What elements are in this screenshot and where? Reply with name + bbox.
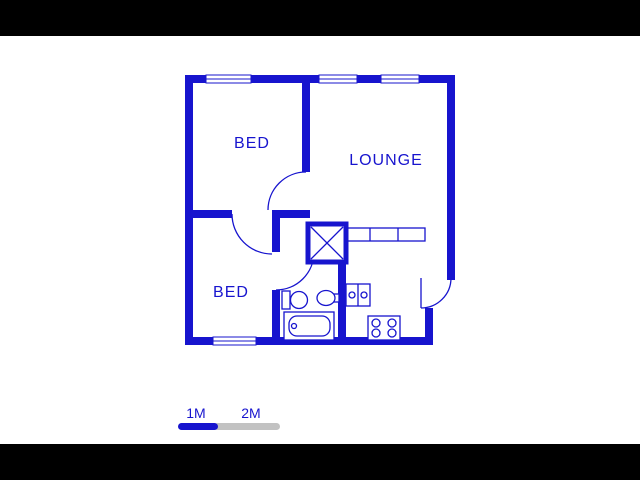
room-label-lounge: LOUNGE <box>349 152 423 169</box>
scale-label-1m: 1M <box>186 405 205 421</box>
wall-mid-horizontal-2 <box>272 210 310 218</box>
letterbox-top <box>0 0 640 36</box>
toilet-icon <box>281 290 309 310</box>
wall-top-4 <box>419 75 455 83</box>
scale-bar: 1M 2M <box>178 405 280 430</box>
window-icon-lounge-2 <box>380 74 420 84</box>
walls <box>185 75 455 345</box>
windows <box>205 74 420 346</box>
room-labels: BED LOUNGE BED <box>213 135 423 301</box>
fixtures <box>281 221 426 341</box>
wall-top-2 <box>251 75 319 83</box>
basin-icon <box>316 289 340 307</box>
window-icon-bed1 <box>205 74 252 84</box>
wall-bottom-1 <box>185 337 213 345</box>
kitchen-sink-icon <box>345 283 371 307</box>
wall-bed2-bath-2 <box>272 290 280 345</box>
wall-bath-kitchen <box>338 262 346 337</box>
letterbox-bottom <box>0 444 640 480</box>
stove-icon <box>367 315 401 341</box>
window-icon-lounge-1 <box>318 74 358 84</box>
wall-bed1-lounge <box>302 83 310 172</box>
wall-right <box>447 75 455 280</box>
wall-bottom-2 <box>256 337 433 345</box>
wall-notch <box>425 308 433 345</box>
bathtub-icon <box>283 311 335 341</box>
window-icon-bed2 <box>212 336 257 346</box>
wall-left <box>185 75 193 345</box>
scale-bar-2m-segment <box>214 423 280 430</box>
shower-icon <box>305 221 349 265</box>
room-label-bed-bottom: BED <box>213 284 249 301</box>
door-arc-entrance <box>420 277 452 309</box>
wall-mid-horizontal-1 <box>193 210 232 218</box>
room-label-bed-top: BED <box>234 135 270 152</box>
doors <box>231 171 452 309</box>
wall-bed2-bath-1 <box>272 218 280 252</box>
scale-bar-1m-segment <box>178 423 218 430</box>
scale-label-2m: 2M <box>241 405 260 421</box>
door-arc-bed1 <box>267 171 307 211</box>
door-arc-bed2 <box>231 213 273 255</box>
wall-top-1 <box>185 75 206 83</box>
kitchen-counter <box>345 227 426 242</box>
wall-top-3 <box>357 75 381 83</box>
